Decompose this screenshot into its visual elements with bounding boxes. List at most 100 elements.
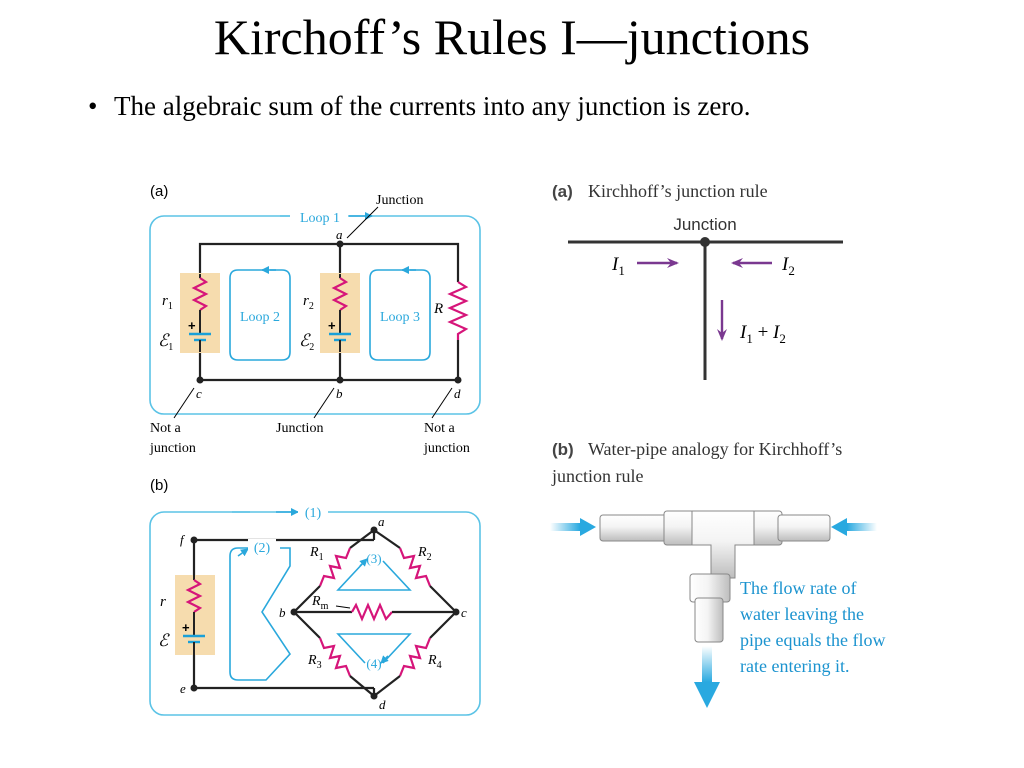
loop-b1-label: (1) (305, 506, 322, 521)
circuit-b-panel-label: (b) (150, 477, 168, 494)
junction-rule-figure: (a) Kirchhoff’s junction rule Junction I… (552, 181, 843, 380)
loop3-label: Loop 3 (380, 310, 420, 325)
node-d-b-dot (370, 692, 378, 700)
node-c-dot (196, 376, 204, 384)
loop1-label: Loop 1 (300, 211, 340, 226)
top-wire (198, 242, 460, 282)
emf2-label: ℰ2 (299, 331, 314, 353)
pipe-caption-line2: junction rule (551, 466, 643, 486)
pipe-note-line3: pipe equals the flow (740, 630, 885, 650)
junction-dot (700, 237, 710, 247)
water-out-tail (702, 646, 712, 682)
R3-label: R3 (307, 653, 322, 671)
node-f-label: f (180, 532, 186, 547)
resistor-r-b (185, 579, 203, 613)
junction-rule-panel-label: (a) (552, 182, 573, 201)
sum-label: I1 + I2 (739, 322, 786, 346)
resistor-R1 (318, 547, 352, 587)
loop2-path (229, 269, 291, 361)
loop-b3-path (336, 560, 412, 591)
bullet-text: The algebraic sum of the currents into a… (114, 91, 751, 121)
junction-rule-caption: Kirchhoff’s junction rule (588, 181, 768, 201)
water-in-left-tail (550, 523, 580, 531)
r1-label: r1 (162, 293, 173, 312)
pipe-left (599, 514, 669, 542)
node-b-b-dot (290, 608, 298, 616)
node-d-b-label: d (379, 697, 386, 712)
r2-label: r2 (303, 293, 314, 312)
circuit-a: (a) Loop 1 Junction a + r1 ℰ1 (149, 183, 481, 456)
circuit-b: (b) (1) (149, 477, 481, 716)
loop1-label-bg (290, 207, 348, 225)
node-a-b-label: a (378, 514, 385, 529)
water-out-arrow (694, 682, 720, 708)
Rm-label: Rm (311, 594, 329, 612)
node-e-dot (190, 684, 198, 692)
node-d-label: d (454, 386, 461, 401)
node-d-dot (454, 376, 462, 384)
loop-b4-path (336, 633, 412, 664)
junction-rule-junction-label: Junction (673, 215, 736, 234)
R-label: R (433, 301, 443, 317)
pipe-tee (691, 510, 755, 579)
node-b-label: b (336, 386, 343, 401)
resistor-r1 (191, 277, 209, 311)
junction-pointer (346, 206, 379, 239)
node-a-b-dot (370, 526, 378, 534)
battery2-plus: + (328, 318, 336, 333)
pipe-right (777, 514, 831, 542)
node-f-dot (190, 536, 198, 544)
circuit-a-junction-label: Junction (376, 193, 423, 208)
not-junction-right-1: Not a (424, 421, 456, 436)
resistor-R2 (398, 547, 432, 587)
bullet-glyph: • (88, 91, 98, 121)
pipe-panel-label: (b) (552, 440, 574, 459)
not-junction-left-2: junction (149, 441, 196, 456)
slide-title: Kirchoff’s Rules I—junctions (213, 9, 811, 65)
water-in-right-arrow (831, 518, 847, 536)
pipe-analogy-figure: (b) Water-pipe analogy for Kirchhoff’s j… (550, 439, 885, 708)
loop3-path (369, 269, 431, 361)
circuit-a-panel-label: (a) (150, 183, 168, 200)
node-c-b-label: c (461, 605, 467, 620)
battery1-plus: + (188, 318, 196, 333)
pipe-bottom (694, 597, 724, 643)
R2-label: R2 (417, 545, 432, 563)
pipe-note-line4: rate entering it. (740, 656, 849, 676)
water-in-left-arrow (580, 518, 596, 536)
resistor-R (447, 281, 469, 340)
loop-b2-path (229, 547, 292, 681)
pipe-note-line2: water leaving the (740, 604, 864, 624)
loop-b2-arrow (237, 548, 249, 557)
node-a-dot (336, 240, 344, 248)
i2-label: I2 (781, 254, 795, 278)
node-e-label: e (180, 681, 186, 696)
loop-b4-arrow (380, 655, 389, 664)
node-c-b-dot (452, 608, 460, 616)
resistor-R3 (318, 637, 352, 677)
loop-b2-label: (2) (254, 541, 271, 556)
pipe-note-line1: The flow rate of (740, 578, 856, 598)
R4-label: R4 (427, 653, 442, 671)
R1-label: R1 (309, 545, 324, 563)
bottom-wire (198, 340, 460, 382)
node-b-b-label: b (279, 605, 286, 620)
junction-bottom-label: Junction (276, 421, 323, 436)
battery-b-plus: + (182, 620, 190, 635)
pipe-left-collar (663, 510, 695, 546)
loop2-label: Loop 2 (240, 310, 280, 325)
water-in-right-tail (847, 523, 877, 531)
node-a-label: a (336, 227, 343, 242)
resistor-r2 (331, 277, 349, 311)
loop-b3-label: (3) (366, 551, 381, 566)
i1-label: I1 (611, 254, 625, 278)
not-junction-left-1: Not a (150, 421, 182, 436)
resistor-Rm (351, 602, 393, 622)
emf-b-label: ℰ (158, 631, 170, 650)
pipe-caption-line1: Water-pipe analogy for Kirchhoff’s (588, 439, 842, 459)
r-b-label: r (160, 594, 166, 610)
bullet-point: • The algebraic sum of the currents into … (88, 88, 751, 124)
not-junction-right-2: junction (423, 441, 470, 456)
resistor-R4 (398, 637, 432, 677)
